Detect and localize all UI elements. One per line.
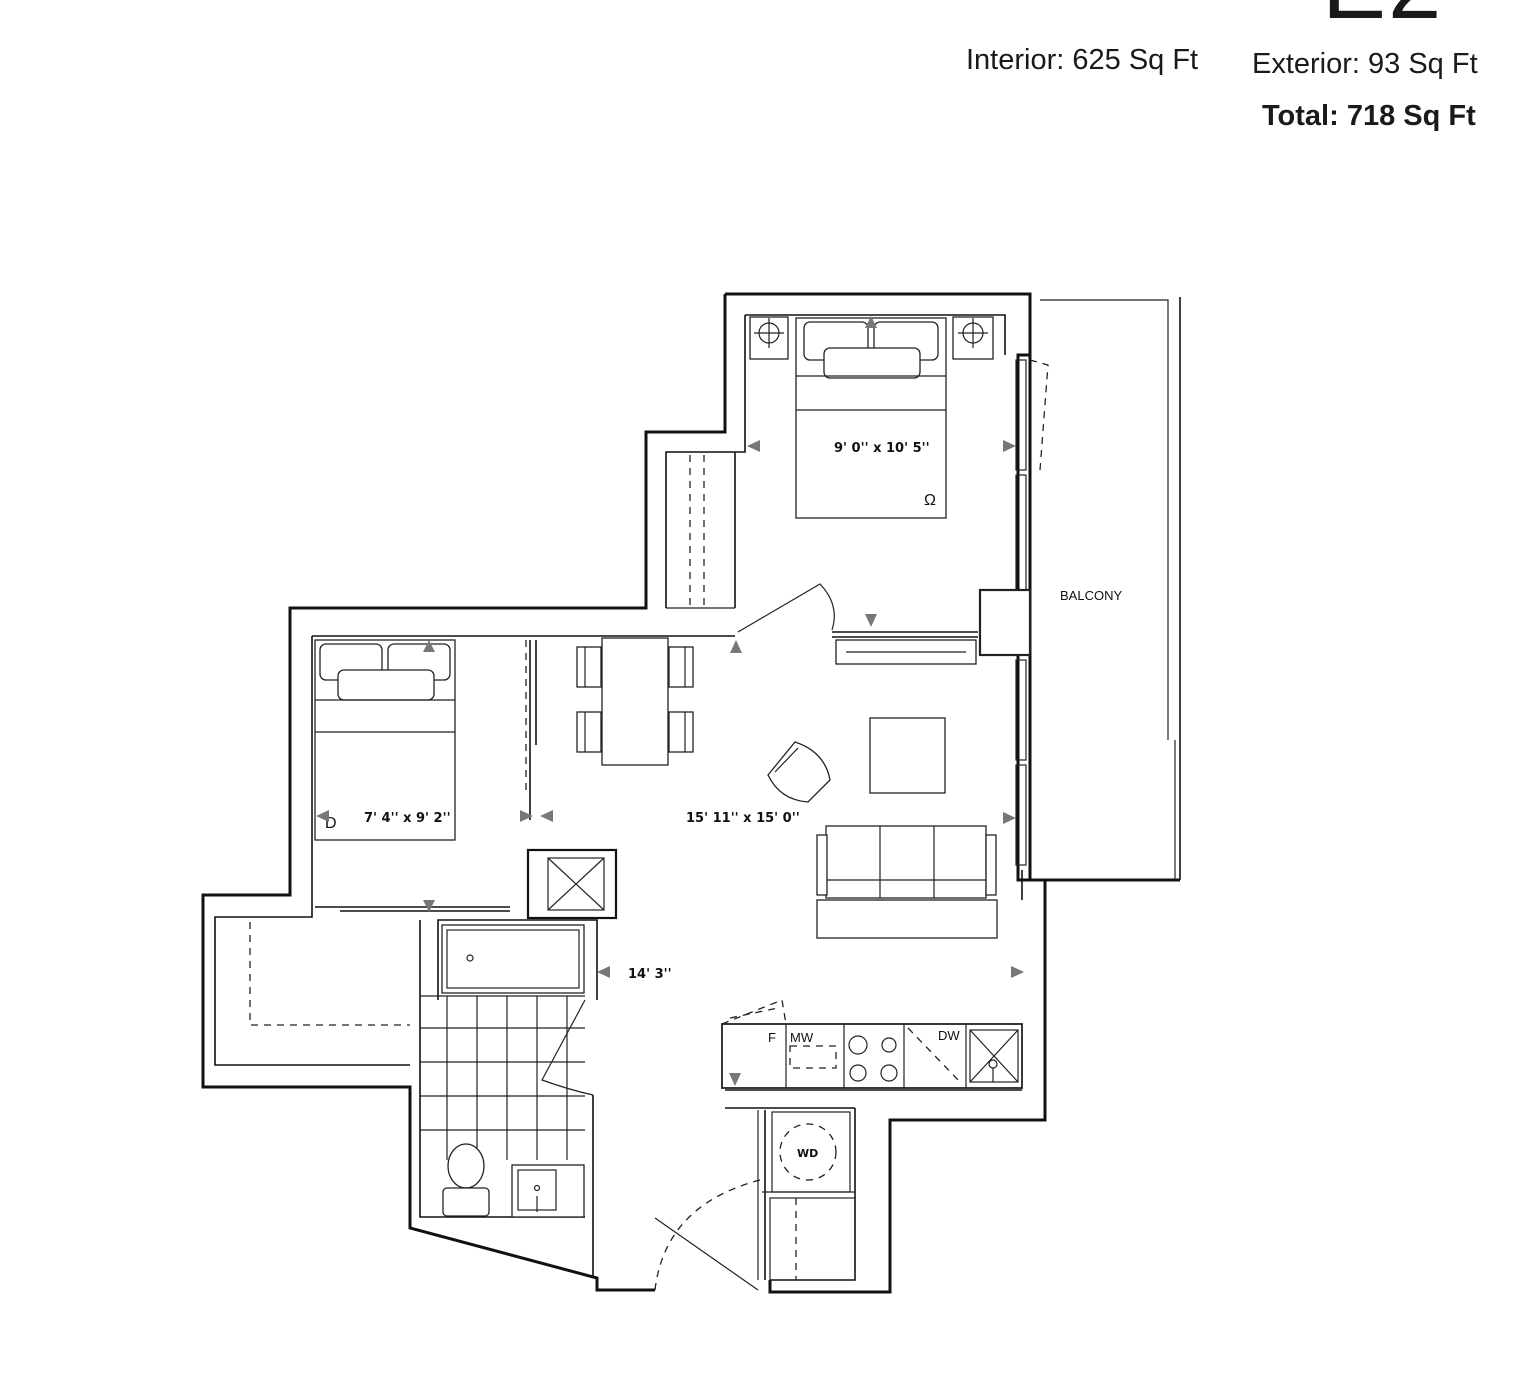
laundry: WD [757,1110,856,1281]
second-closet [249,906,510,1026]
nightstand-right [952,316,994,360]
exterior-area: Exterior: 93 Sq Ft [1252,48,1478,80]
dishwasher-label: DW [938,1028,960,1043]
primary-closet [666,451,736,609]
bathtub [441,924,585,994]
kitchen: F MW DW 14' 3'' [628,967,1023,1089]
balcony-label: BALCONY [1060,588,1122,603]
toilet [442,1143,490,1217]
bathroom [420,919,598,1278]
living-room: 15' 11'' x 15' 0'' [686,717,998,939]
bed-second: 7' 4'' x 9' 2'' [314,639,456,841]
entry-door [654,1179,761,1291]
tile-floor [420,995,585,1160]
vanity-sink [511,1164,585,1218]
kitchen-length: 14' 3'' [628,967,672,982]
fridge-label: F [768,1030,776,1045]
balcony: BALCONY [1028,294,1181,882]
cooktop [848,1035,898,1082]
kitchen-sink [969,1029,1019,1083]
interior-area: Interior: 625 Sq Ft [966,44,1199,76]
nightstand-left [749,316,789,360]
mechanical-shaft [526,848,618,920]
balcony-doors [978,359,1049,866]
second-bedroom-dimensions: 7' 4'' x 9' 2'' [364,811,451,826]
primary-bedroom-dimensions: 9' 0'' x 10' 5'' [834,441,930,456]
sofa [816,825,998,939]
second-bedroom: 7' 4'' x 9' 2'' D [249,639,537,1026]
unit-name: E2 [1322,0,1443,34]
microwave-label: MW [790,1030,814,1045]
washer-dryer-label: WD [797,1147,818,1160]
dimension-arrows [316,316,1024,1086]
dining-set [576,637,694,766]
coffee-table [869,717,946,794]
second-closet-mark: D [325,815,337,832]
primary-closet-mark: Ω [924,492,936,509]
bed-primary: 9' 0'' x 10' 5'' [795,317,947,519]
lounge-chair [767,741,831,803]
primary-bedroom: 9' 0'' x 10' 5'' Ω [666,316,994,665]
living-dining-dimensions: 15' 11'' x 15' 0'' [686,811,800,826]
total-area: Total: 718 Sq Ft [1262,100,1476,132]
